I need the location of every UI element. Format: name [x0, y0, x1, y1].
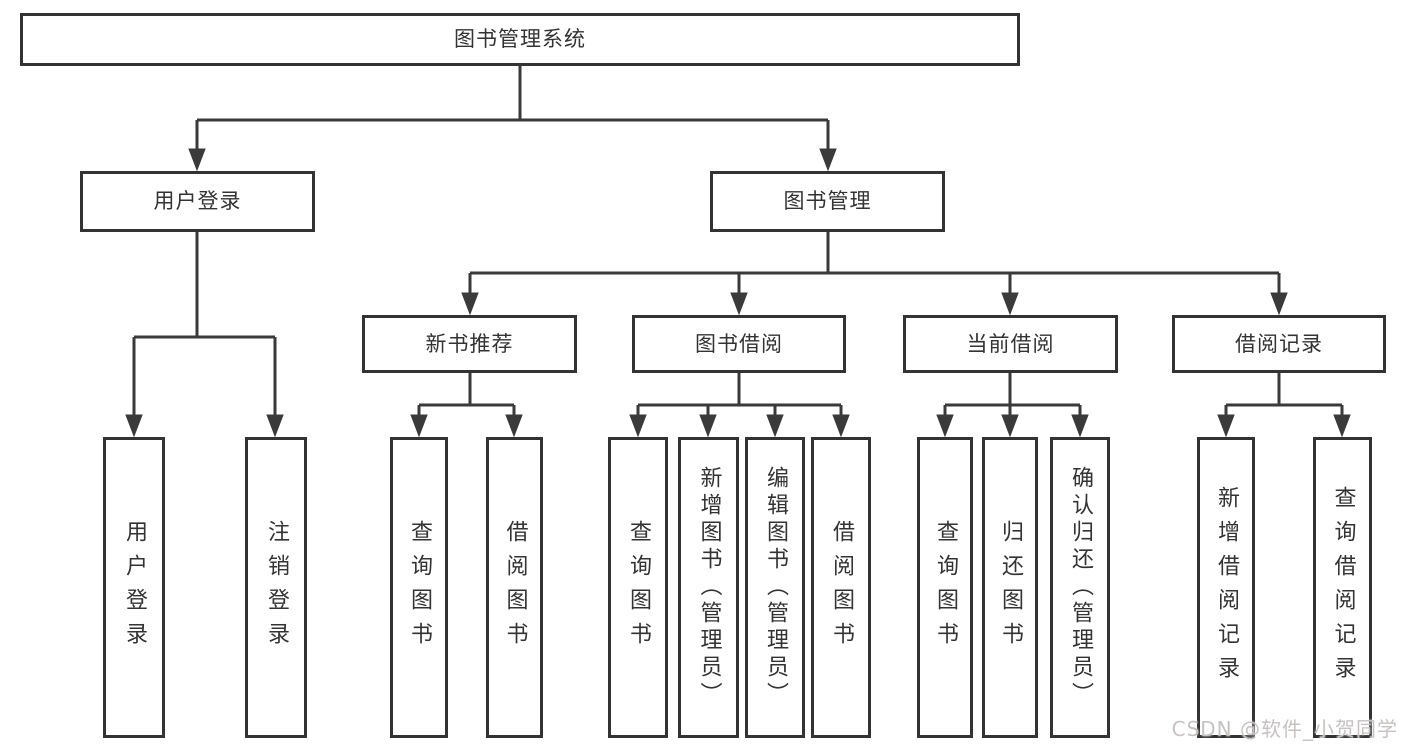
connector-borrow-to-leaves [638, 373, 841, 407]
node-borrow-records: 借阅记录 [1172, 315, 1386, 373]
leaf-logout: 注销登录 [245, 437, 307, 738]
leaf-return-books: 归还图书 [982, 437, 1038, 738]
connector-login-to-leaves [134, 232, 275, 339]
connector-root-to-level2 [197, 66, 828, 122]
connector-current-to-leaves [945, 373, 1080, 407]
node-user-login: 用户登录 [80, 171, 315, 232]
node-current-borrowing: 当前借阅 [903, 315, 1118, 373]
node-book-management: 图书管理 [710, 171, 945, 232]
leaf-query-books-borrowing: 查询图书 [608, 437, 668, 738]
leaf-user-login: 用户登录 [103, 437, 165, 738]
leaf-query-borrow-record: 查询借阅记录 [1313, 437, 1372, 738]
csdn-watermark: CSDN @软件_小贺同学 [1171, 717, 1398, 741]
leaf-borrow-books-borrowing: 借阅图书 [811, 437, 871, 738]
node-new-book-recommend: 新书推荐 [362, 315, 577, 373]
leaf-query-books-recommend: 查询图书 [390, 437, 448, 738]
connector-record-to-leaves [1226, 373, 1342, 407]
leaf-add-borrow-record: 新增借阅记录 [1197, 437, 1255, 738]
node-library-system: 图书管理系统 [20, 13, 1020, 66]
connector-mgmt-to-level3 [470, 232, 1279, 275]
leaf-edit-books-admin: 编辑图书（管理员） [745, 437, 805, 738]
leaf-confirm-return-admin: 确认归还（管理员） [1050, 437, 1110, 738]
leaf-query-books-current: 查询图书 [917, 437, 973, 738]
leaf-add-books-admin: 新增图书（管理员） [678, 437, 739, 738]
node-book-borrowing: 图书借阅 [632, 315, 846, 373]
connector-newrec-to-leaves [419, 373, 514, 407]
leaf-borrow-books-recommend: 借阅图书 [486, 437, 543, 738]
arrowheads [125, 120, 1351, 438]
